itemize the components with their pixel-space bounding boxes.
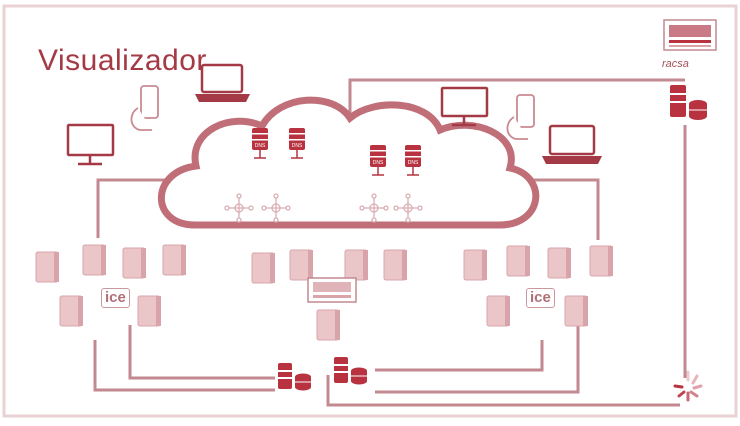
network-node-icon [224,193,254,223]
server-icon [589,245,613,277]
laptop-icon [195,63,250,102]
server-icon [82,244,106,276]
server-icon [344,249,368,281]
network-node-icon [261,193,291,223]
tse-logo-top [663,19,717,51]
smartphone-icon [506,94,535,140]
server-icon [316,309,340,341]
server-icon [122,247,146,279]
link-cloud-right [525,178,600,240]
server-icon [137,295,161,327]
network-node-icon [393,193,423,223]
connection-lines [93,78,687,407]
diagram-title: Visualizador [38,44,207,77]
loading-spinner-icon [673,370,703,402]
ice-logo-right: ice [526,288,555,308]
dns-server-icon [252,128,268,159]
server-icon [463,249,487,281]
tse-logo-center [307,277,357,303]
database-server-icon [278,363,311,391]
link-left-inner [128,325,275,380]
ice-logo-left: ice [101,288,130,308]
server-icon [547,247,571,279]
link-left-outer [93,340,275,392]
server-racks [35,244,613,341]
dns-label: DNS [255,143,266,149]
link-right-outer [375,325,580,394]
dns-label: DNS [292,143,303,149]
database-server-icon [670,85,707,120]
smartphone-icon [130,85,159,131]
cloud [158,96,540,229]
server-icon [251,252,275,284]
dns-server-icon [405,145,421,176]
database-server-icon [334,357,367,385]
network-node-icon [359,193,389,223]
server-icon [289,249,313,281]
dns-server-icon [289,128,305,159]
dns-label: DNS [408,160,419,166]
laptop-icon [542,124,602,164]
server-icon [506,245,530,277]
server-icon [59,295,83,327]
brand-text: racsa [662,58,689,70]
frame [2,4,738,418]
server-icon [564,295,588,327]
server-icon [162,244,186,276]
monitor-icon [66,123,115,166]
link-cloud-left [96,178,170,238]
link-right-inner [375,340,544,372]
server-icon [383,249,407,281]
server-icon [35,251,59,283]
link-bottom [326,375,680,407]
dns-label: DNS [373,160,384,166]
monitor-icon [440,86,489,127]
server-icon [486,295,510,327]
network-node-icons [224,193,423,223]
dns-server-icon [370,145,386,176]
